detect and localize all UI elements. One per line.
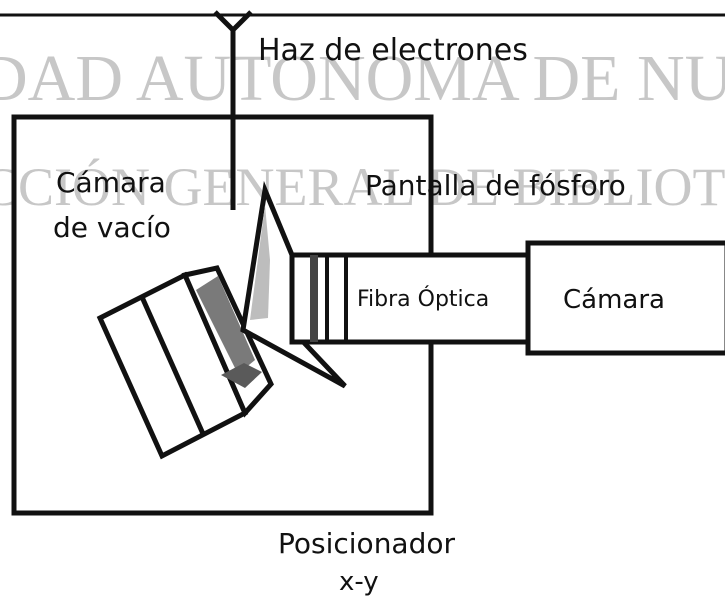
phosphor-screen-layer [310, 255, 318, 342]
holder-shaded-face [196, 276, 255, 374]
vacuum-chamber-label-line1: Cámara [56, 166, 166, 199]
optical-fiber-label: Fibra Óptica [357, 286, 489, 312]
vacuum-chamber-label-line2: de vacío [53, 211, 171, 244]
watermark-line-1: DAD AUTONOMA DE NUEV [0, 42, 725, 115]
holder-divider-1 [139, 295, 207, 438]
positioner-label-line2: x-y [339, 567, 379, 597]
camera-body [525, 240, 725, 356]
cone-shading [250, 205, 270, 320]
positioner-label-line1: Posicionador [278, 527, 455, 560]
fiber-optic-assembly [289, 252, 531, 345]
watermark-line-2: CCIÓN GENERAL DE BIBLIOTE [0, 157, 725, 217]
holder-shaded-corner [221, 363, 262, 388]
sample-holder [96, 265, 274, 460]
phosphor-screen-label: Pantalla de fósforo [365, 169, 626, 202]
camera-label: Cámara [563, 285, 665, 315]
electron-beam-label: Haz de electrones [258, 33, 528, 68]
